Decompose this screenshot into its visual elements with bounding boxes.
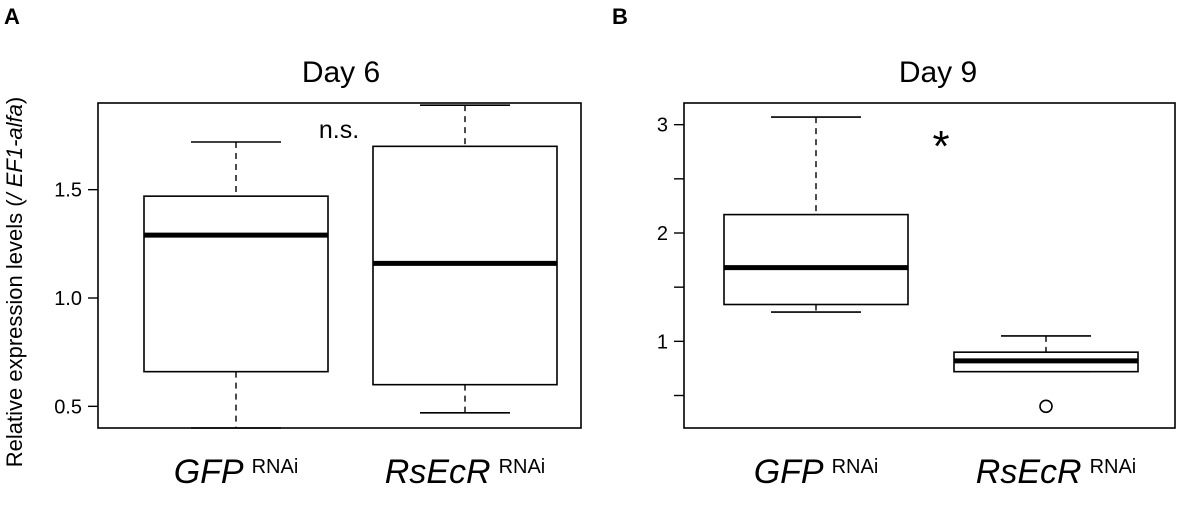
x-axis-labels: GFP RNAi RsEcR RNAi — [754, 453, 1137, 491]
y-axis-label-suffix: ) — [2, 97, 27, 104]
significance-label: * — [932, 122, 949, 171]
x-label-gfp: GFP RNAi — [174, 453, 299, 491]
panel-title: Day 6 — [302, 56, 380, 89]
boxes — [723, 116, 1139, 414]
panel-a: A Day 6 n.s. 0.5 1.0 1.5 GFP RNAi RsEcR RNAi — [4, 4, 582, 491]
box — [723, 213, 909, 306]
outlier-point — [1039, 399, 1053, 414]
y-tick-label: 1.0 — [54, 288, 82, 310]
y-axis-label-italic: / EF1-alfa — [2, 104, 27, 201]
x-label-rsecr-super: RNAi — [499, 456, 546, 478]
y-tick-label: 3 — [657, 115, 668, 137]
y-axis: 1 2 3 — [657, 115, 684, 397]
x-label-gfp-name: GFP — [174, 453, 244, 491]
y-tick-label: 0.5 — [54, 396, 82, 418]
x-label-gfp-name: GFP — [754, 453, 824, 491]
panel-title: Day 9 — [899, 56, 977, 89]
x-label-rsecr: RsEcR RNAi — [976, 453, 1136, 491]
y-axis: 0.5 1.0 1.5 — [54, 180, 98, 418]
x-axis-labels: GFP RNAi RsEcR RNAi — [174, 453, 546, 491]
y-tick-label: 2 — [657, 223, 668, 245]
x-label-gfp-super: RNAi — [252, 456, 299, 478]
significance-label: n.s. — [319, 116, 359, 144]
panel-b: B Day 9 * 1 2 3 GFP RNAi RsEcR RNAi — [612, 4, 1176, 491]
x-label-rsecr-name: RsEcR — [385, 453, 491, 491]
y-tick-label: 1 — [657, 331, 668, 353]
x-label-rsecr: RsEcR RNAi — [385, 453, 545, 491]
x-label-rsecr-super: RNAi — [1090, 456, 1137, 478]
x-label-gfp-super: RNAi — [832, 456, 879, 478]
panel-letter: A — [4, 4, 20, 29]
box — [143, 195, 329, 373]
plot-frame — [683, 102, 1176, 429]
boxes — [143, 104, 558, 429]
x-label-gfp: GFP RNAi — [754, 453, 879, 491]
y-axis-label-prefix: Relative expression levels ( — [2, 199, 27, 467]
panel-letter: B — [612, 4, 628, 29]
plot-frame — [97, 102, 582, 429]
x-label-rsecr-name: RsEcR — [976, 453, 1082, 491]
y-tick-label: 1.5 — [54, 180, 82, 202]
y-axis-label: Relative expression levels (/ EF1-alfa) — [2, 97, 27, 467]
